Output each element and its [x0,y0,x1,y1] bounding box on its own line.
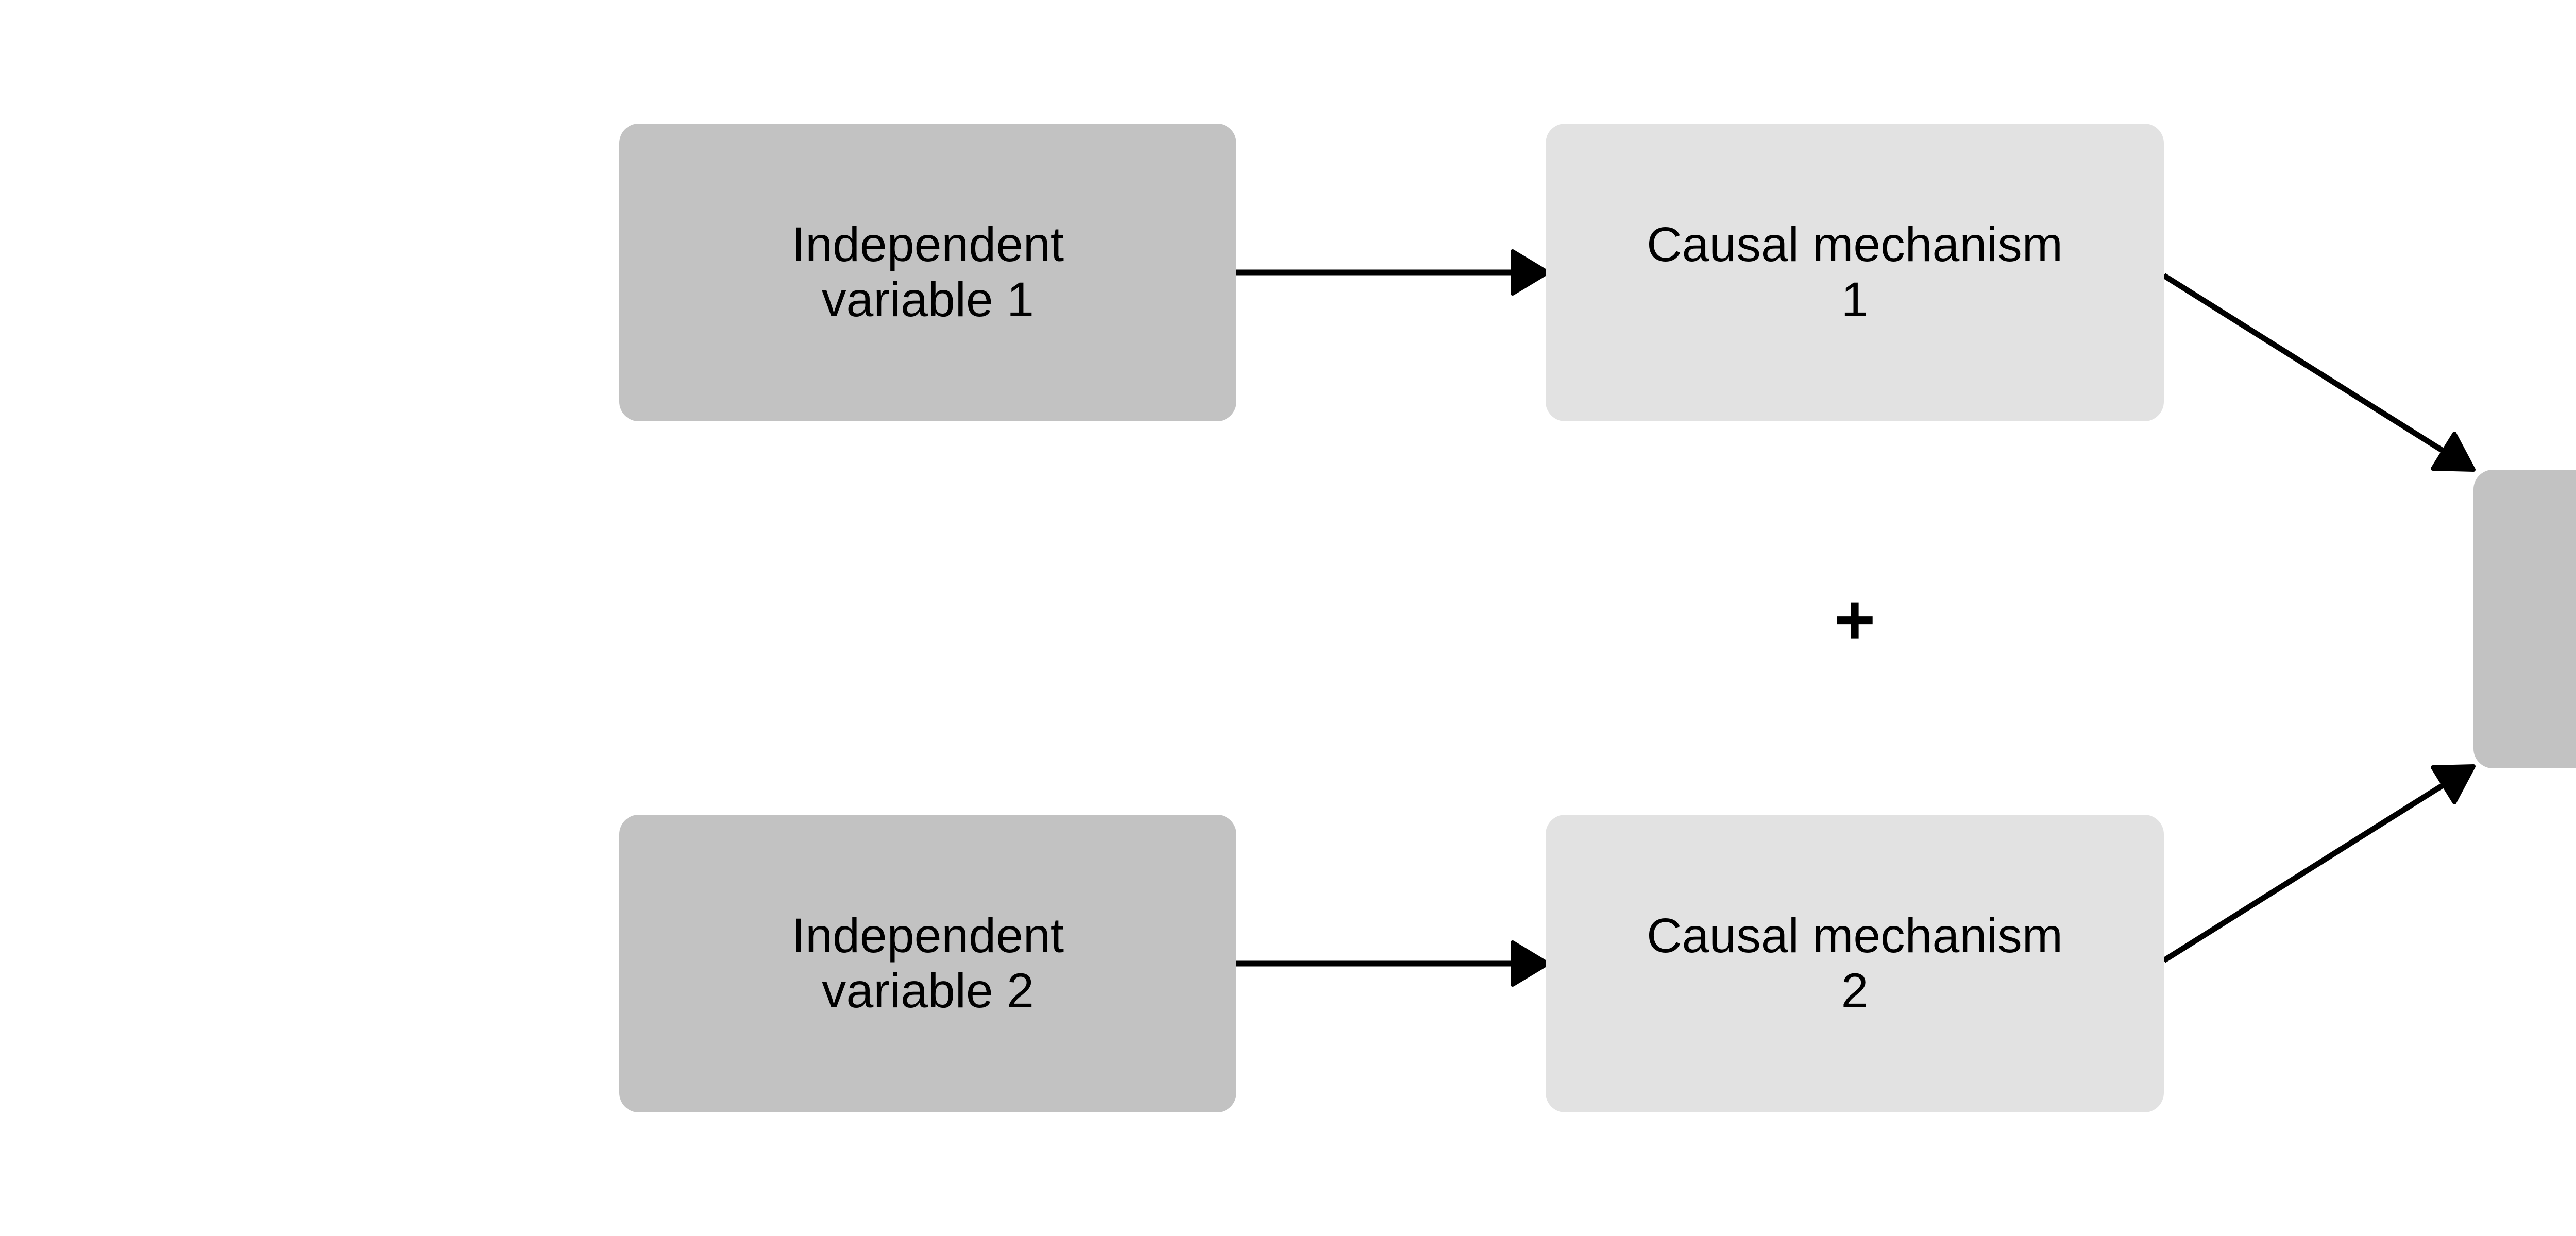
edge-cm1-to-dv [2162,273,2476,472]
edge-iv2-to-cm2 [1236,940,1550,987]
node-dependent-variable: Dependent variable [2473,470,2576,768]
edge-cm1-to-dv-line [2162,273,2447,455]
node-causal-mechanism-2: Causal mechanism 2 [1546,815,2164,1112]
edge-iv1-to-cm1 [1236,249,1550,296]
arrowhead-right-icon [1511,249,1550,296]
node-independent-variable-1: Independent variable 1 [619,124,1236,421]
arrowhead-up-right-icon [2431,764,2476,804]
edge-cm2-to-dv [2162,764,2476,963]
node-independent-variable-2: Independent variable 2 [619,815,1236,1112]
node-causal-mechanism-1: Causal mechanism 1 [1546,124,2164,421]
arrowhead-down-right-icon [2431,432,2476,472]
arrowhead-right-icon [1511,940,1550,987]
edge-cm2-to-dv-line [2162,781,2447,963]
plus-operator: + [1834,580,1876,660]
